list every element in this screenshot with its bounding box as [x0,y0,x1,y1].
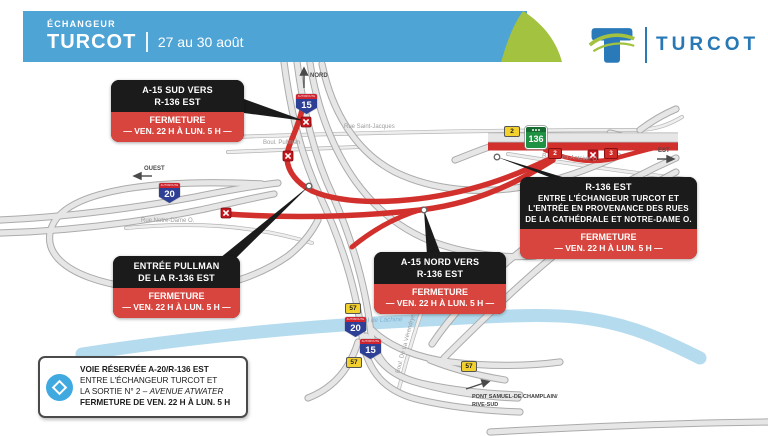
closed-cathedrale-entry [542,143,667,164]
callout-title-line: ENTRÉE PULLMAN [133,261,220,271]
closure-period: — VEN. 22 H À LUN. 5 H — [123,126,232,136]
r136-shield-crown [526,127,546,132]
reserved-lane-line: LA SORTIE N° 2 – AVENUE ATWATER [80,387,230,398]
a15-shield-number: 15 [296,99,317,114]
autoroute-banner: AUTOROUTE [345,317,366,322]
a15-shield-south: AUTOROUTE 15 [360,339,381,359]
street-label-saint-jacques: Rue Saint-Jacques [344,124,395,130]
reserved-lane-icon [46,373,73,401]
junction-dots [305,153,501,214]
street-label-notre-dame: Rue Notre-Dame O. [141,218,195,224]
callout-r136-est: R-136 EST ENTRE L'ÉCHANGEUR TURCOT ET L'… [520,177,697,259]
a20-shield-south: AUTOROUTE 20 [345,317,366,337]
exit-tab-57-b: 57 [346,357,362,368]
callout-title-line: R-136 EST [585,182,632,192]
callout-title-line: L'ENTRÉE EN PROVENANCE DES RUES [528,204,689,213]
street-label-pullman: Boul. Pullman [263,140,301,146]
closure-status: FERMETURE [148,291,205,301]
header-divider [146,32,148,52]
closure-status: FERMETURE [580,232,637,242]
reserved-lane-title: VOIE RÉSERVÉE A-20/R-136 EST [80,365,209,375]
turcot-logo-icon [588,28,635,63]
closure-period: — VEN. 22 H À LUN. 5 H — [122,302,231,312]
closed-pullman-ramp [224,157,556,220]
closure-status: FERMETURE [149,115,206,125]
r136-east-band [488,132,678,151]
r136-shield: 136 [525,126,547,149]
a20-shield-west: AUTOROUTE 20 [159,183,180,203]
exit-tab-57-a: 57 [345,303,361,314]
destination-line-1: PONT SAMUEL-DE CHAMPLAIN/ [472,394,558,400]
reserved-lane-closure: FERMETURE DE VEN. 22 H À LUN. 5 H [80,397,231,407]
reserved-lane-street: AVENUE ATWATER [149,387,224,396]
a15-shield-north: AUTOROUTE 15 [296,94,317,114]
closure-period: — VEN. 22 H À LUN. 5 H — [554,243,663,253]
logo-divider [645,27,647,63]
closure-status: FERMETURE [412,287,468,297]
callout-title-line: DE LA R-136 EST [138,272,215,283]
header-title: TURCOT [47,31,137,53]
callout-a15-sud: A-15 SUD VERS R-136 EST FERMETURE — VEN.… [111,80,244,142]
callout-title-line: R-136 EST [154,96,201,107]
callout-title-line: DE LA CATHÉDRALE ET NOTRE-DAME O. [525,214,692,224]
a20-shield-number: 20 [159,188,180,203]
exit-tab-57-c: 57 [461,361,477,372]
direction-arrows [132,66,676,390]
north-label: NORD [310,73,328,79]
logo-wordmark: TURCOT [656,34,760,55]
closure-period: — VEN. 22 H À LUN. 5 H — [385,298,495,308]
callout-title-line: ENTRE L'ÉCHANGEUR TURCOT ET [537,193,680,203]
exit-tab-red-3: 3 [604,148,618,159]
callout-title-line: A-15 SUD VERS [142,85,213,95]
a15-shield-number: 15 [360,344,381,359]
turcot-logo: TURCOT [588,24,759,66]
destination-label: PONT SAMUEL-DE CHAMPLAIN/ RIVE-SUD [472,394,558,409]
destination-line-2: RIVE-SUD [472,401,499,408]
reserved-lane-line: ENTRE L'ÉCHANGEUR TURCOT ET [80,376,218,386]
header-leaf-decoration [497,11,562,62]
reserved-lane-exit: LA SORTIE N° 2 – [80,387,150,396]
west-label: OUEST [144,166,165,172]
header-band: ÉCHANGEUR TURCOT 27 au 30 août [23,11,524,62]
exit-tab-red-2: 2 [548,148,562,159]
callout-a15-nord: A-15 NORD VERS R-136 EST FERMETURE — VEN… [374,252,506,314]
closed-a15-north-ramp [349,206,426,250]
a20-shield-number: 20 [345,322,366,337]
r136-shield-number: 136 [528,134,544,144]
header-date-range: 27 au 30 août [157,34,244,50]
autoroute-banner: AUTOROUTE [296,94,317,99]
closure-x-markers [220,116,599,219]
autoroute-banner: AUTOROUTE [360,339,381,344]
header-eyebrow: ÉCHANGEUR [47,19,116,29]
exit-tab-yellow-2: 2 [504,126,520,137]
reserved-lane-notice: VOIE RÉSERVÉE A-20/R-136 EST ENTRE L'ÉCH… [38,356,248,418]
callout-title-line: A-15 NORD VERS [400,257,480,267]
callout-title-line: R-136 EST [416,268,464,279]
callout-entree-pullman: ENTRÉE PULLMAN DE LA R-136 EST FERMETURE… [113,256,240,318]
east-label: EST [658,148,670,154]
callout-pointers [220,99,572,258]
autoroute-banner: AUTOROUTE [159,183,180,188]
